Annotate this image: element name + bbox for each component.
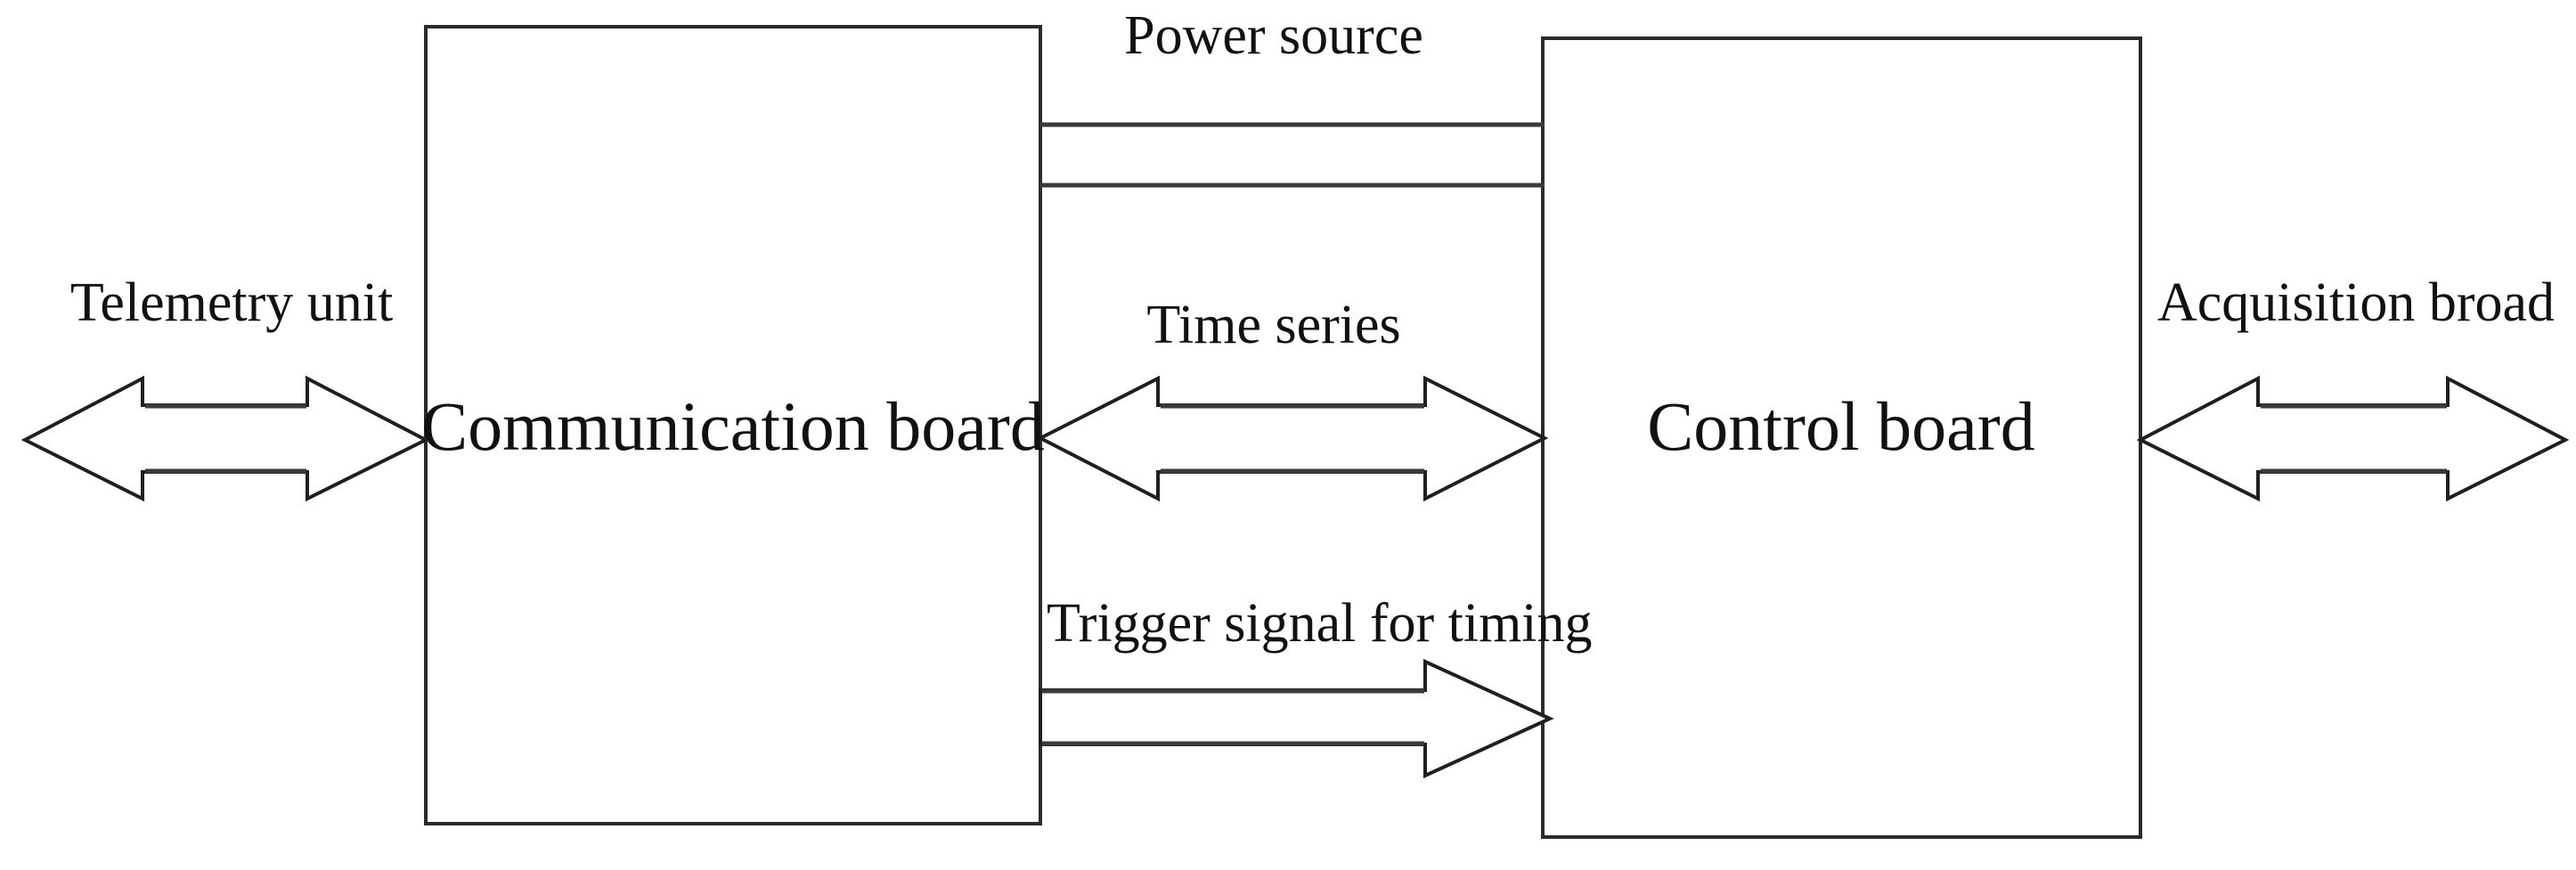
double-arrow-telemetry-unit bbox=[20, 375, 430, 502]
single-arrow-trigger-signal bbox=[1039, 658, 1554, 779]
connector-time-series[interactable] bbox=[1036, 375, 1549, 502]
block-communication-board[interactable] bbox=[424, 25, 1042, 825]
block-control-board[interactable] bbox=[1541, 37, 2142, 839]
double-arrow-acquisition-broad bbox=[2136, 375, 2570, 502]
edge-label-telemetry-unit: Telemetry unit bbox=[70, 272, 393, 333]
edge-label-trigger-signal: Trigger signal for timing bbox=[1047, 593, 1593, 654]
connector-trigger-signal[interactable] bbox=[1039, 658, 1554, 779]
edge-label-time-series: Time series bbox=[1146, 295, 1400, 355]
double-arrow-time-series bbox=[1036, 375, 1549, 502]
connector-acquisition-broad[interactable] bbox=[2136, 375, 2570, 502]
edge-label-acquisition-broad: Acquisition broad bbox=[2157, 272, 2555, 333]
connector-telemetry-unit[interactable] bbox=[20, 375, 430, 502]
block-label-communication-board: Communication board bbox=[421, 387, 1045, 465]
block-label-control-board: Control board bbox=[1647, 387, 2034, 465]
connector-power-source[interactable] bbox=[1040, 122, 1545, 188]
edge-label-power-source: Power source bbox=[1124, 5, 1423, 66]
